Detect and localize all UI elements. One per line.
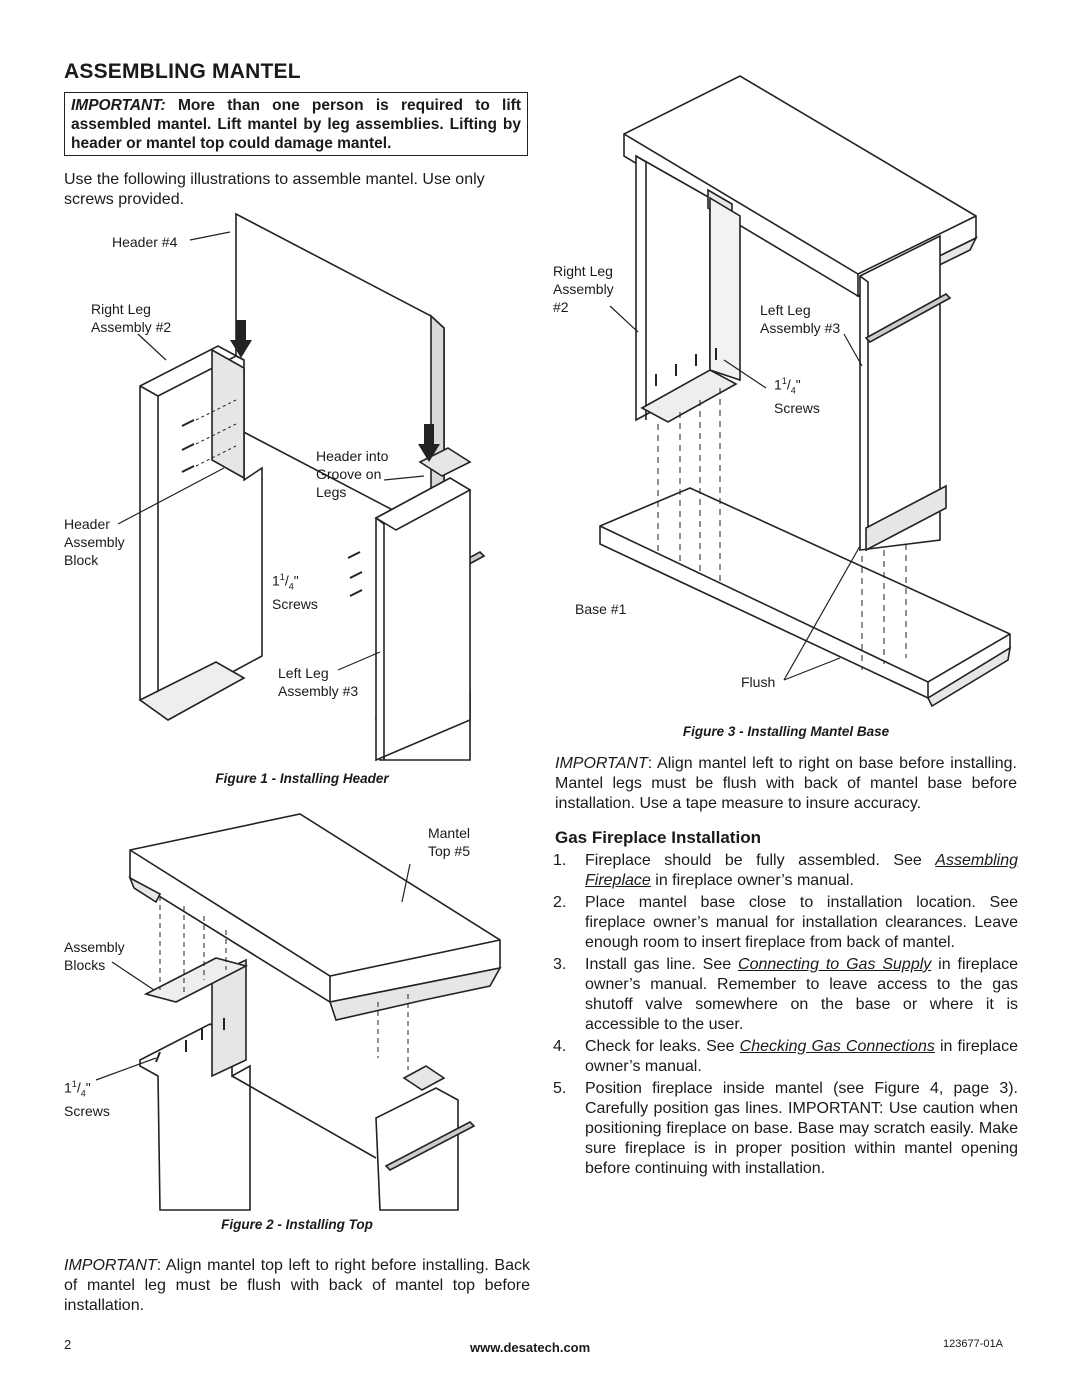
important-text: More than one person is required to lift… bbox=[71, 97, 521, 152]
label-screws-fig3: 11/4" Screws bbox=[774, 376, 820, 417]
figure-2-illustration bbox=[95, 813, 502, 1211]
label-mantel-top: Mantel Top #5 bbox=[424, 824, 470, 860]
step-number: 2. bbox=[553, 894, 567, 911]
label-block-line3: Block bbox=[64, 552, 99, 568]
label-mantel-top-line1: Mantel bbox=[427, 825, 470, 841]
step-text-after: in fireplace owner’s manual. Remember to… bbox=[585, 956, 1018, 1033]
important-top-paragraph: IMPORTANT: Align mantel top left to righ… bbox=[64, 1256, 530, 1316]
gas-step-1: 1. Fireplace should be fully assembled. S… bbox=[553, 851, 1018, 891]
figure-1-illustration bbox=[117, 212, 486, 762]
step-text-after: in fireplace owner’s manual. bbox=[585, 1038, 1018, 1075]
intro-paragraph: Use the following illustrations to assem… bbox=[64, 171, 485, 208]
label-left-leg-fig3: Left Leg Assembly #3 bbox=[760, 301, 840, 337]
label-right-leg-line1: Right Leg bbox=[91, 301, 151, 317]
screws-word: Screws bbox=[272, 596, 318, 613]
label-header-4: Header #4 bbox=[112, 234, 178, 250]
important-lead: IMPORTANT: bbox=[71, 97, 166, 114]
step-number: 4. bbox=[553, 1038, 567, 1055]
gas-section-heading: Gas Fireplace Installation bbox=[555, 828, 761, 847]
screws3-den: 4 bbox=[790, 385, 796, 396]
important-top-text: : Align mantel top left to right before … bbox=[64, 1257, 530, 1314]
label-fig3-left-leg-line1: Left Leg bbox=[760, 302, 811, 318]
label-mantel-top-line2: Top #5 bbox=[427, 843, 470, 859]
step-number: 5. bbox=[553, 1080, 567, 1097]
label-fig3-right-leg-line1: Right Leg bbox=[553, 263, 613, 279]
screws3-word: Screws bbox=[774, 400, 820, 417]
figure-2-caption: Figure 2 - Installing Top bbox=[221, 1217, 373, 1232]
label-fig3-right-leg-line2: Assembly bbox=[553, 281, 614, 297]
screws2-num: 1 bbox=[71, 1079, 77, 1089]
label-assembly-blocks: Assembly Blocks bbox=[64, 938, 125, 974]
important-warning-box: IMPORTANT: More than one person is requi… bbox=[64, 92, 528, 156]
important-base-paragraph: IMPORTANT: Align mantel left to right on… bbox=[555, 754, 1017, 814]
screws2-den: 4 bbox=[80, 1088, 86, 1099]
screws-den: 4 bbox=[288, 581, 294, 592]
figure-3-caption: Figure 3 - Installing Mantel Base bbox=[682, 724, 890, 739]
gas-step-4: 4. Check for leaks. See Checking Gas Conn… bbox=[553, 1037, 1018, 1077]
screws-whole: 1 bbox=[272, 572, 280, 589]
screws-unit: " bbox=[293, 572, 299, 589]
label-groove-line1: Header into bbox=[316, 448, 389, 464]
label-groove-line2: Groove on bbox=[316, 466, 382, 482]
screws2-word: Screws bbox=[64, 1103, 110, 1120]
step-number: 1. bbox=[553, 852, 567, 869]
important-top-lead: IMPORTANT bbox=[64, 1257, 157, 1274]
label-header-assembly-block: Header Assembly Block bbox=[64, 515, 125, 569]
step-text: Install gas line. See bbox=[585, 956, 739, 973]
label-screws-fig1: 11/4" Screws bbox=[272, 572, 318, 613]
label-screws-fig2: 11/4" Screws bbox=[64, 1079, 110, 1120]
figure-1-caption: Figure 1 - Installing Header bbox=[215, 771, 389, 786]
label-fig3-right-leg-line3: #2 bbox=[553, 299, 569, 315]
screws3-num: 1 bbox=[781, 376, 787, 386]
screws3-whole: 1 bbox=[774, 376, 782, 393]
label-blocks-line2: Blocks bbox=[64, 957, 106, 973]
footer-website[interactable]: www.desatech.com bbox=[470, 1340, 591, 1355]
page-title: ASSEMBLING MANTEL bbox=[64, 60, 301, 83]
step-text: Fireplace should be fully assembled. See bbox=[585, 852, 936, 869]
screws-num: 1 bbox=[279, 572, 285, 582]
label-flush: Flush bbox=[741, 674, 776, 690]
gas-step-5: 5. Position fireplace inside mantel (see … bbox=[553, 1079, 1018, 1179]
label-base-1: Base #1 bbox=[575, 601, 627, 617]
screws2-unit: " bbox=[85, 1079, 91, 1096]
label-groove-line3: Legs bbox=[316, 484, 347, 500]
link-checking-gas-connections[interactable]: Checking Gas Connections bbox=[739, 1038, 935, 1055]
label-blocks-line1: Assembly bbox=[64, 939, 125, 955]
figure-3-illustration bbox=[599, 75, 1012, 708]
label-header-into-groove: Header into Groove on Legs bbox=[316, 447, 388, 501]
gas-step-2: 2. Place mantel base close to installatio… bbox=[553, 893, 1018, 953]
gas-step-3: 3. Install gas line. See Connecting to Ga… bbox=[553, 955, 1018, 1035]
label-right-leg: Right Leg Assembly #2 bbox=[91, 300, 171, 336]
important-base-lead: IMPORTANT bbox=[555, 755, 648, 772]
step-number: 3. bbox=[553, 956, 567, 973]
step-text: Place mantel base close to installation … bbox=[585, 894, 1018, 951]
important-base-text: : Align mantel left to right on base bef… bbox=[555, 755, 1017, 812]
screws3-unit: " bbox=[795, 376, 801, 393]
label-left-leg-line1: Left Leg bbox=[278, 665, 329, 681]
label-left-leg: Left Leg Assembly #3 bbox=[278, 664, 358, 700]
label-right-leg-line2: Assembly #2 bbox=[91, 319, 172, 335]
gas-steps-list: 1. Fireplace should be fully assembled. S… bbox=[553, 851, 1018, 1181]
step-text: Check for leaks. See bbox=[585, 1038, 740, 1055]
label-block-line1: Header bbox=[64, 516, 110, 532]
footer-doc-id: 123677-01A bbox=[943, 1338, 1003, 1350]
label-fig3-left-leg-line2: Assembly #3 bbox=[760, 320, 841, 336]
link-assembling-fireplace[interactable]: Assembling Fireplace bbox=[585, 852, 1018, 889]
label-left-leg-line2: Assembly #3 bbox=[278, 683, 359, 699]
label-block-line2: Assembly bbox=[64, 534, 125, 550]
link-connecting-gas-supply[interactable]: Connecting to Gas Supply bbox=[738, 956, 932, 973]
page-number: 2 bbox=[64, 1337, 72, 1352]
step-text: Position fireplace inside mantel (see Fi… bbox=[585, 1080, 1018, 1177]
screws2-whole: 1 bbox=[64, 1079, 72, 1096]
step-text-after: in fireplace owner’s manual. bbox=[650, 872, 854, 889]
label-right-leg-fig3: Right Leg Assembly #2 bbox=[553, 262, 614, 316]
